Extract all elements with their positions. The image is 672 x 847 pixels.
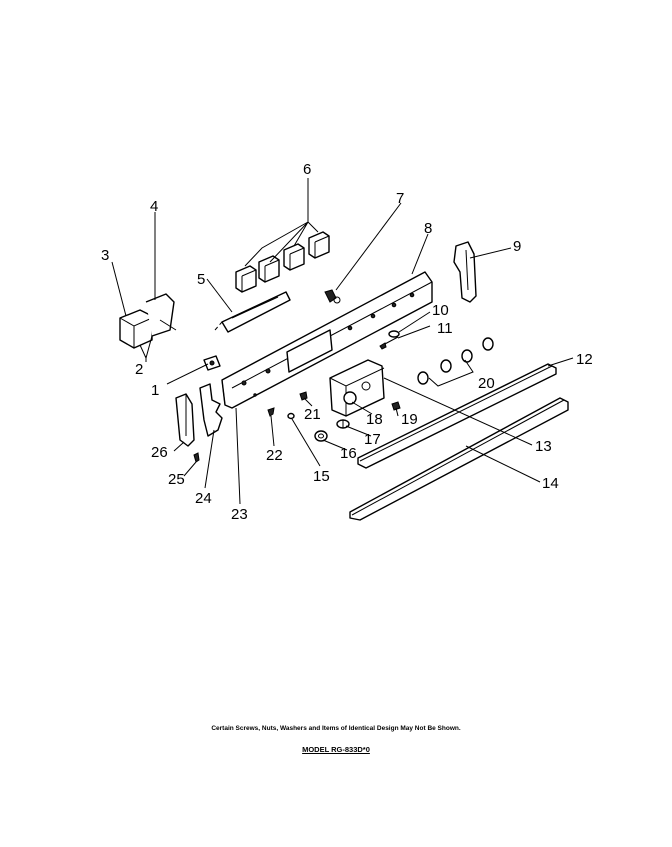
leader-lines (111, 202, 574, 505)
control-body (329, 359, 385, 417)
callout-label: 15 (313, 468, 330, 485)
nut (287, 412, 295, 420)
screw (379, 336, 399, 350)
callout-label: 23 (231, 506, 248, 523)
callout-label: 8 (424, 220, 432, 237)
callout-label: 3 (101, 247, 109, 264)
callout-label: 10 (432, 302, 449, 319)
callout-label: 13 (535, 438, 552, 455)
callout-label: 12 (576, 351, 593, 368)
callout-label: 25 (168, 471, 185, 488)
support-plate (199, 383, 223, 437)
knob-set (417, 337, 494, 387)
callout-label: 1 (151, 382, 159, 399)
callout-label: 17 (364, 431, 381, 448)
callout-label: 9 (513, 238, 521, 255)
callout-label: 7 (396, 190, 404, 207)
screw (391, 401, 401, 411)
callout-label: 18 (366, 411, 383, 428)
screw (324, 289, 341, 304)
callout-label: 21 (304, 406, 321, 423)
leader-line (244, 178, 319, 267)
control-panel (221, 271, 433, 409)
bracket (214, 291, 291, 333)
upper-rail (357, 363, 557, 469)
knob-set (235, 178, 330, 293)
side-bracket (175, 393, 195, 447)
callout-label: 19 (401, 411, 418, 428)
callout-label: 6 (303, 161, 311, 178)
callout-label: 16 (340, 445, 357, 462)
end-bracket (453, 241, 477, 303)
screw (267, 407, 275, 417)
footer-note: Certain Screws, Nuts, Washers and Items … (211, 725, 461, 732)
callout-label: 5 (197, 271, 205, 288)
knob (258, 255, 280, 283)
clip (203, 355, 221, 371)
lower-rail (349, 397, 569, 521)
callout-label: 20 (478, 375, 495, 392)
knob (283, 243, 305, 271)
callout-label: 14 (542, 475, 559, 492)
callout-label: 24 (195, 490, 212, 507)
callout-label: 22 (266, 447, 283, 464)
screw (193, 452, 200, 463)
model-label: MODEL RG-833D*0 (302, 745, 370, 754)
screw (299, 391, 308, 401)
callout-label: 2 (135, 361, 143, 378)
knob (235, 265, 257, 293)
callout-label: 4 (150, 198, 158, 215)
knob (308, 231, 330, 259)
washer (388, 330, 400, 338)
knob-skirt (314, 430, 328, 442)
callout-label: 11 (437, 320, 453, 337)
callout-label: 26 (151, 444, 168, 461)
switch-module (119, 293, 177, 360)
